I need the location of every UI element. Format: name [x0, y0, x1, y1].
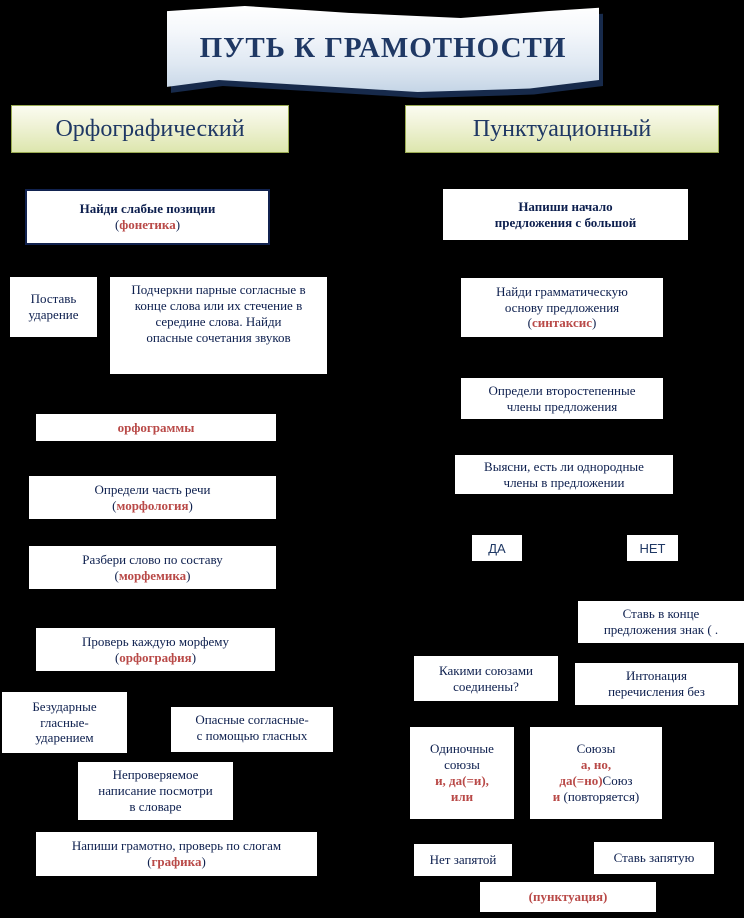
step-conjunctions-group-line3: да(=но)Союз: [559, 773, 633, 788]
step-grammatical-basis-line2: основу предложения: [504, 299, 620, 315]
page-title: ПУТЬ К ГРАМОТНОСТИ: [199, 32, 567, 64]
step-grammatical-basis[interactable]: Найди грамматическую основу предложения …: [461, 278, 663, 337]
step-end-of-sentence-mark-line1: Ставь в конце: [622, 606, 700, 621]
step-parse-by-composition-line1: Разбери слово по составу: [82, 551, 223, 567]
step-part-of-speech[interactable]: Определи часть речи (морфология): [29, 476, 276, 519]
branch-yes-label: ДА: [488, 540, 506, 556]
step-capital-letter-start-line1: Напиши начало: [518, 198, 613, 214]
step-unstressed-vowels[interactable]: Безударные гласные- ударением: [2, 692, 127, 753]
step-punctuation-term: (пунктуация): [528, 889, 608, 905]
step-which-conjunctions[interactable]: Какими союзами соединены?: [414, 656, 558, 701]
step-homogeneous-members-line2: члены в предложении: [503, 474, 625, 490]
step-conjunctions-group-line1: Союзы: [576, 741, 616, 757]
step-write-correctly-line1: Напиши грамотно, проверь по слогам: [71, 838, 282, 854]
branch-yes[interactable]: ДА: [472, 535, 522, 561]
step-write-correctly-term: (графика): [147, 854, 206, 869]
step-homogeneous-members-line1: Выясни, есть ли однородные: [484, 458, 644, 474]
step-single-conjunctions[interactable]: Одиночные союзы и, да(=и), или: [410, 727, 514, 819]
step-intonation-line1: Интонация: [626, 668, 687, 683]
step-underline-paired-consonants-line4: опасные сочетания звуков: [146, 329, 291, 345]
step-end-of-sentence-mark[interactable]: Ставь в конце предложения знак ( .: [578, 601, 744, 643]
step-no-comma-line1: Нет запятой: [429, 852, 497, 868]
step-no-comma[interactable]: Нет запятой: [414, 844, 512, 876]
title-banner-face: [167, 6, 599, 92]
step-write-correctly[interactable]: Напиши грамотно, проверь по слогам (граф…: [36, 832, 317, 876]
step-put-stress[interactable]: Поставь ударение: [10, 277, 97, 337]
step-find-weak-positions-term: (фонетика): [114, 217, 181, 232]
branch-no-label: НЕТ: [639, 540, 666, 556]
step-homogeneous-members[interactable]: Выясни, есть ли однородные члены в предл…: [455, 455, 673, 494]
step-end-of-sentence-mark-line2: предложения знак ( .: [603, 621, 719, 637]
step-capital-letter-start[interactable]: Напиши начало предложения с большой: [443, 189, 688, 240]
step-underline-paired-consonants-line2: конце слова или их стечение в: [134, 297, 303, 313]
step-conjunctions-group-term1: а, но,: [580, 757, 612, 773]
step-unstressed-vowels-line2: гласные-: [40, 714, 89, 730]
column-header-orthographic[interactable]: Орфографический: [11, 105, 289, 153]
step-uncheckable-spelling-line1: Непроверяемое: [112, 767, 199, 783]
step-intonation[interactable]: Интонация перечисления без: [575, 663, 738, 705]
step-which-conjunctions-line1: Какими союзами: [438, 662, 534, 678]
step-put-stress-line2: ударение: [28, 307, 79, 322]
step-underline-paired-consonants-line3: середине слова. Найди: [155, 313, 282, 329]
step-punctuation[interactable]: (пунктуация): [480, 882, 656, 912]
step-secondary-members-line1: Определи второстепенные: [488, 382, 636, 398]
column-header-punctuation-label: Пунктуационный: [472, 115, 652, 142]
step-uncheckable-spelling-line3: в словаре: [129, 798, 182, 814]
step-intonation-line2: перечисления без: [608, 683, 705, 699]
title-banner: ПУТЬ К ГРАМОТНОСТИ: [167, 6, 603, 98]
step-dangerous-consonants-line1: Опасные согласные-: [195, 712, 309, 727]
step-which-conjunctions-line2: соединены?: [453, 678, 519, 694]
step-secondary-members[interactable]: Определи второстепенные члены предложени…: [461, 378, 663, 419]
step-put-comma[interactable]: Ставь запятую: [594, 842, 714, 874]
branch-no[interactable]: НЕТ: [627, 535, 678, 561]
step-single-conjunctions-line1: Одиночные: [430, 741, 494, 757]
step-grammatical-basis-line1: Найди грамматическую: [496, 283, 628, 299]
step-check-each-morpheme-term: (орфография): [114, 649, 197, 665]
column-header-orthographic-label: Орфографический: [55, 115, 245, 142]
step-find-weak-positions[interactable]: Найди слабые позиции (фонетика): [25, 189, 270, 245]
step-check-each-morpheme-line1: Проверь каждую морфему: [82, 633, 229, 649]
step-put-comma-line1: Ставь запятую: [613, 850, 695, 866]
step-dangerous-consonants-line2: с помощью гласных: [196, 727, 308, 743]
step-dangerous-consonants[interactable]: Опасные согласные- с помощью гласных: [171, 707, 333, 752]
step-conjunctions-group-line4: и (повторяется): [552, 788, 640, 804]
step-unstressed-vowels-line1: Безударные: [32, 698, 97, 714]
step-part-of-speech-line1: Определи часть речи: [94, 481, 211, 497]
step-check-each-morpheme[interactable]: Проверь каждую морфему (орфография): [36, 628, 275, 671]
step-part-of-speech-term: (морфология): [112, 497, 193, 513]
step-find-weak-positions-line1: Найди слабые позиции: [79, 201, 216, 217]
step-single-conjunctions-term2: или: [450, 788, 474, 804]
step-orfogrammy[interactable]: орфограммы: [36, 414, 276, 441]
step-capital-letter-start-line2: предложения с большой: [494, 214, 637, 230]
step-conjunctions-group[interactable]: Союзы а, но, да(=но)Союз и (повторяется): [530, 727, 662, 819]
step-parse-by-composition-term: (морфемика): [114, 567, 191, 583]
step-uncheckable-spelling-line2: написание посмотри: [98, 783, 213, 799]
step-unstressed-vowels-line3: ударением: [35, 730, 94, 746]
step-grammatical-basis-term: (синтаксис): [527, 315, 597, 331]
step-single-conjunctions-line2: союзы: [444, 757, 480, 773]
step-put-stress-line1: Поставь: [30, 291, 77, 307]
step-underline-paired-consonants-line1: Подчеркни парные согласные в: [131, 282, 306, 297]
step-uncheckable-spelling[interactable]: Непроверяемое написание посмотри в слова…: [78, 762, 233, 820]
step-underline-paired-consonants[interactable]: Подчеркни парные согласные в конце слова…: [110, 277, 327, 374]
step-orfogrammy-term: орфограммы: [117, 419, 195, 435]
step-secondary-members-line2: члены предложения: [506, 398, 618, 414]
step-parse-by-composition[interactable]: Разбери слово по составу (морфемика): [29, 546, 276, 589]
step-single-conjunctions-term1: и, да(=и),: [435, 773, 489, 788]
column-header-punctuation[interactable]: Пунктуационный: [405, 105, 719, 153]
